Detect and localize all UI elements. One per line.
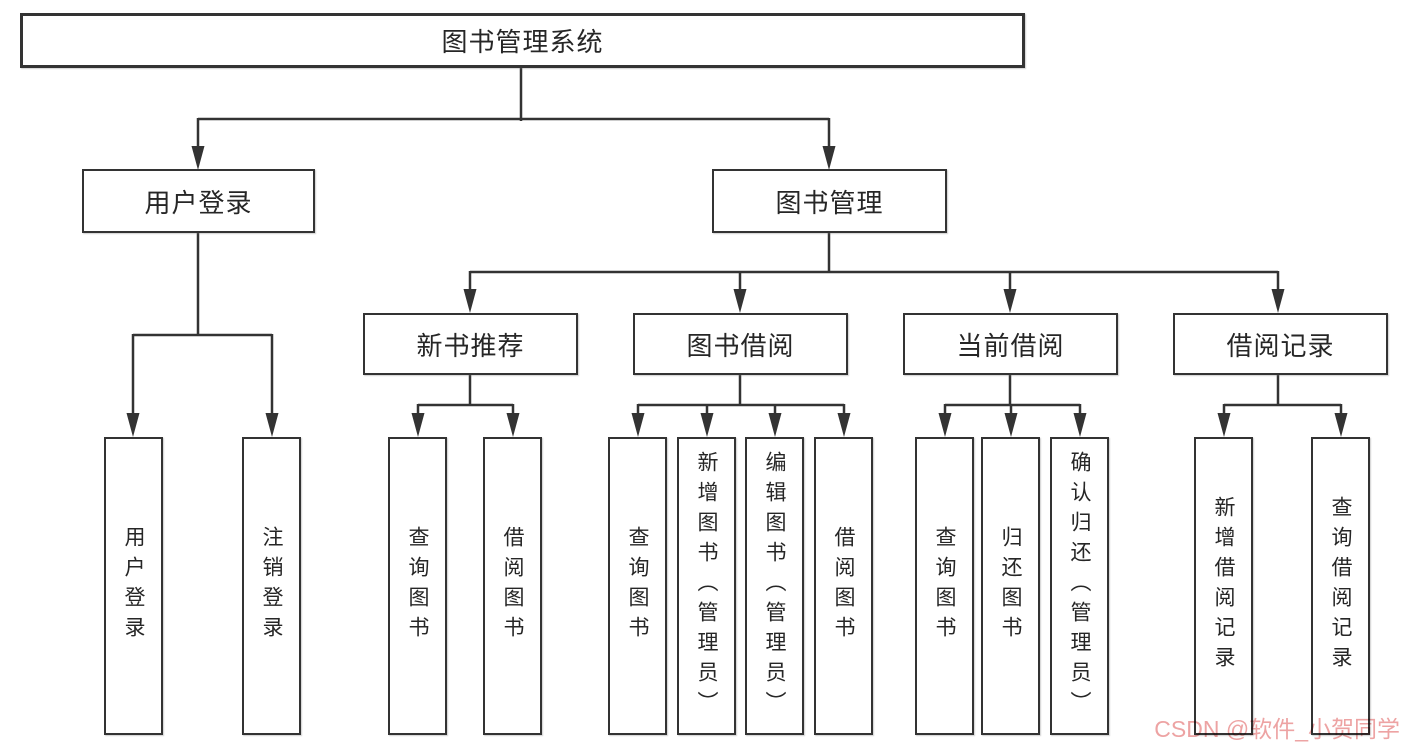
leaf-bw-borrow-books: 借阅图书 [814, 437, 873, 735]
node-root: 图书管理系统 [20, 13, 1025, 68]
leaf-nb-query-books: 查询图书 [388, 437, 447, 735]
leaf-logout-login: 注销登录 [242, 437, 301, 735]
arrowheads [126, 146, 1348, 437]
leaf-bw-edit-books-admin: 编辑图书（管理员） [745, 437, 804, 735]
leaf-rec-add-record: 新增借阅记录 [1194, 437, 1253, 735]
leaf-cur-return-books: 归还图书 [981, 437, 1040, 735]
node-user-login: 用户登录 [82, 169, 315, 233]
node-book-borrowing: 图书借阅 [633, 313, 848, 375]
node-book-management: 图书管理 [712, 169, 947, 233]
leaf-user-login: 用户登录 [104, 437, 163, 735]
node-new-book-recommend: 新书推荐 [363, 313, 578, 375]
node-borrowing-records: 借阅记录 [1173, 313, 1388, 375]
leaf-bw-query-books: 查询图书 [608, 437, 667, 735]
leaf-cur-query-books: 查询图书 [915, 437, 974, 735]
leaf-nb-borrow-books: 借阅图书 [483, 437, 542, 735]
node-current-borrowing: 当前借阅 [903, 313, 1118, 375]
leaf-bw-add-books-admin: 新增图书（管理员） [677, 437, 736, 735]
leaf-cur-confirm-return-admin: 确认归还（管理员） [1050, 437, 1109, 735]
leaf-rec-query-record: 查询借阅记录 [1311, 437, 1370, 735]
csdn-watermark: CSDN @软件_小贺同学 [1154, 716, 1400, 742]
